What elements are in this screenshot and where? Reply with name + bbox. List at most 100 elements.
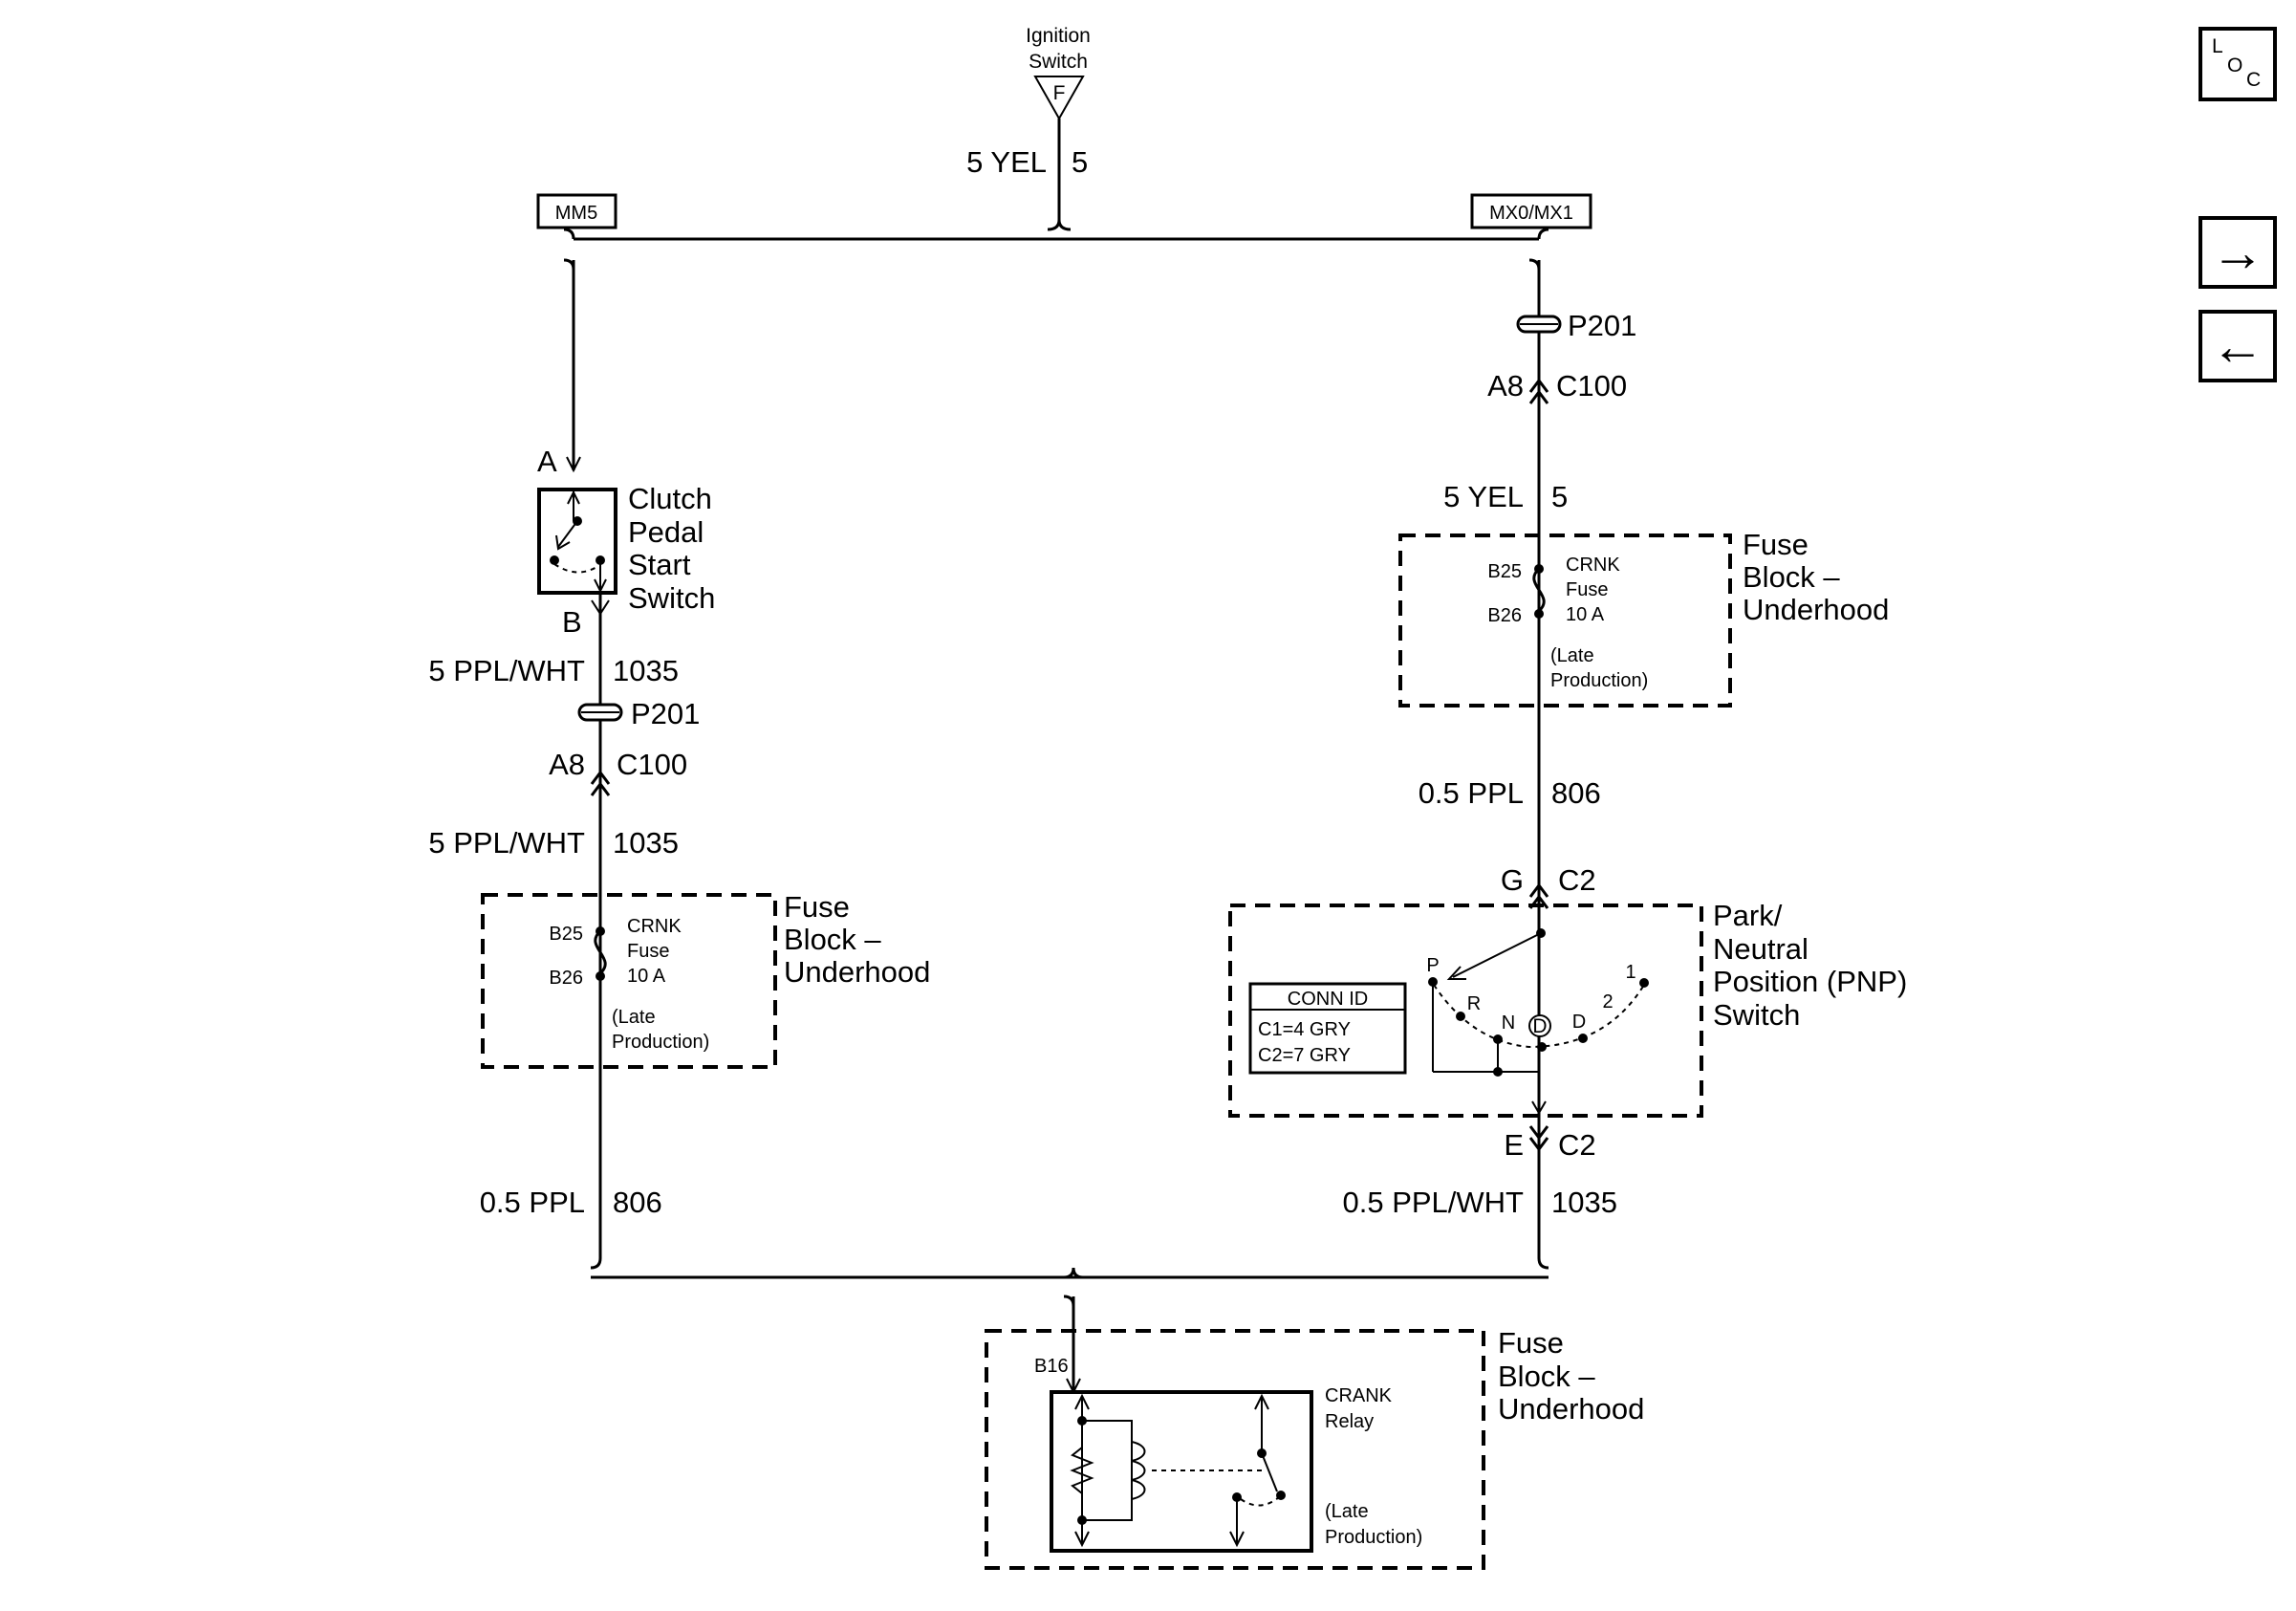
pnp-contact-1 xyxy=(1639,978,1649,988)
ignition-switch: Ignition Switch F 5 YEL 5 xyxy=(966,25,1091,231)
pnp-pos-1: 1 xyxy=(1625,962,1635,983)
relay-coil-arrow-up xyxy=(1074,1393,1090,1410)
prev-button-frame[interactable] xyxy=(2199,310,2277,382)
option-mx-label: MX0/MX1 xyxy=(1489,203,1573,224)
left-fuse-pin-b26: B26 xyxy=(549,968,583,989)
pnp-pin-e: E xyxy=(1504,1128,1524,1162)
clutch-switch-arrow-up xyxy=(567,490,580,505)
right-fuse-pin-b26: B26 xyxy=(1487,605,1522,626)
right-block-label-1: Fuse xyxy=(1743,528,1809,561)
left-fuse-note-2: Production) xyxy=(612,1032,709,1053)
left-wire3-color: 0.5 PPL xyxy=(480,1186,585,1219)
clutch-switch-contact-left xyxy=(550,555,559,565)
ignition-terminal-triangle xyxy=(1033,76,1085,121)
connector-a-label: A xyxy=(537,445,557,478)
right-fuse-name: CRNK xyxy=(1566,555,1620,576)
relay-resistor-icon xyxy=(1070,1447,1094,1494)
option-bus: MM5 MX0/MX1 xyxy=(536,193,1592,241)
right-wire1-color: 5 YEL xyxy=(1443,480,1524,513)
clutch-label-4: Switch xyxy=(628,581,715,615)
pnp-overdrive-ring xyxy=(1528,1014,1551,1037)
left-c100-label: C100 xyxy=(617,748,687,781)
left-wire2-circuit: 1035 xyxy=(613,826,679,860)
right-fuse-note-2: Production) xyxy=(1550,670,1648,691)
clutch-switch-box xyxy=(537,488,617,595)
ignition-wire-color: 5 YEL xyxy=(966,145,1047,179)
left-wire2-color: 5 PPL/WHT xyxy=(428,826,585,860)
conn-id-box xyxy=(1248,982,1407,1075)
relay-block-label-2: Block – xyxy=(1498,1360,1595,1393)
ignition-label-1: Ignition xyxy=(1026,25,1091,47)
relay-fuse-block-outline xyxy=(985,1329,1485,1570)
relay-contact-arrow-up xyxy=(1254,1393,1269,1410)
loc-button-frame[interactable] xyxy=(2199,27,2277,101)
left-fuse-block-outline xyxy=(481,893,777,1069)
right-wire3-color: 0.5 PPL/WHT xyxy=(1343,1186,1525,1219)
clutch-label-3: Start xyxy=(628,548,691,581)
pnp-label-3: Position (PNP) xyxy=(1713,965,1907,998)
right-wire3-circuit: 1035 xyxy=(1551,1186,1617,1219)
left-fuse-name-2: Fuse xyxy=(627,941,669,962)
relay-block-label-1: Fuse xyxy=(1498,1326,1564,1360)
right-block-label-2: Block – xyxy=(1743,560,1840,594)
pnp-pos-overdrive: D xyxy=(1532,1015,1547,1037)
option-mx-box xyxy=(1470,193,1592,229)
pnp-c2-e-mark-upper xyxy=(1528,1125,1549,1141)
clutch-switch-arrow-down xyxy=(594,578,607,594)
relay-note-2: Production) xyxy=(1325,1527,1422,1548)
relay-name-2: Relay xyxy=(1325,1411,1374,1432)
relay-contact-mech xyxy=(1240,1496,1280,1507)
left-bus-end xyxy=(563,228,575,240)
conn-id-c2: C2=7 GRY xyxy=(1258,1045,1351,1066)
arrow-left-icon: ← xyxy=(2211,316,2264,376)
left-arrow-a xyxy=(566,456,581,473)
pnp-pos-r: R xyxy=(1467,993,1481,1014)
right-branch: P201 A8 C100 5 YEL 5 B25 B26 CRNK Fuse 1… xyxy=(1228,258,1907,1270)
left-fuse-element xyxy=(594,929,607,975)
relay-note-1: (Late xyxy=(1325,1501,1369,1522)
left-c100-mark-lower xyxy=(590,781,611,796)
connector-b-label: B xyxy=(562,605,582,639)
left-block-label-1: Fuse xyxy=(784,890,850,924)
right-fuse-rating: 10 A xyxy=(1566,604,1605,625)
loc-letter-o: O xyxy=(2227,54,2242,76)
option-mm5-box xyxy=(536,193,617,229)
right-fuse-pin-b25: B25 xyxy=(1487,561,1522,582)
pnp-switch-outline xyxy=(1228,903,1703,1118)
pnp-output-junction xyxy=(1493,1067,1503,1077)
loc-button[interactable]: L O C xyxy=(2199,27,2277,101)
relay-name-1: CRANK xyxy=(1325,1385,1393,1406)
right-fuse-pin-b26-dot xyxy=(1534,609,1544,619)
pnp-pos-p: P xyxy=(1426,955,1439,976)
clutch-label-1: Clutch xyxy=(628,482,712,515)
arrow-right-icon: → xyxy=(2211,222,2264,282)
next-page-button[interactable]: → xyxy=(2199,216,2277,289)
pnp-label-4: Switch xyxy=(1713,998,1800,1032)
clutch-switch-blade-arrow xyxy=(555,534,571,551)
relay-coil-arrow-down xyxy=(1074,1531,1090,1548)
pnp-detent-arc xyxy=(1433,984,1645,1049)
ignition-terminal-label: F xyxy=(1053,82,1066,104)
ignition-circuit: 5 xyxy=(1072,145,1088,179)
pnp-selector-arrow xyxy=(1446,966,1466,980)
next-button-frame[interactable] xyxy=(2199,216,2277,289)
relay-pin-b16: B16 xyxy=(1034,1356,1069,1377)
left-fuse-pin-b26-dot xyxy=(596,971,605,981)
left-fuse-name: CRNK xyxy=(627,916,682,937)
left-fuse-pin-b25: B25 xyxy=(549,924,583,945)
right-c100-pin: A8 xyxy=(1487,369,1524,403)
pnp-pos-2: 2 xyxy=(1602,991,1613,1012)
right-c100-mark-upper xyxy=(1528,378,1549,393)
pnp-c2-e-label: C2 xyxy=(1558,1128,1596,1162)
right-bottom-bend xyxy=(1537,1257,1549,1270)
left-branch: A Clutch Pedal Start Switch B 5 PPL/WHT … xyxy=(428,258,930,1270)
right-bus-end xyxy=(1537,228,1549,240)
right-wire2-color: 0.5 PPL xyxy=(1419,776,1524,810)
pnp-c2-g-label: C2 xyxy=(1558,863,1596,897)
pnp-pos-n: N xyxy=(1502,1012,1515,1034)
right-wire1-circuit: 5 xyxy=(1551,480,1568,513)
pnp-c2-e-mark-lower xyxy=(1528,1137,1549,1152)
crank-relay-section: B16 CRANK Relay (Late Production) Fuse B… xyxy=(591,1267,1644,1570)
prev-page-button[interactable]: ← xyxy=(2199,310,2277,382)
